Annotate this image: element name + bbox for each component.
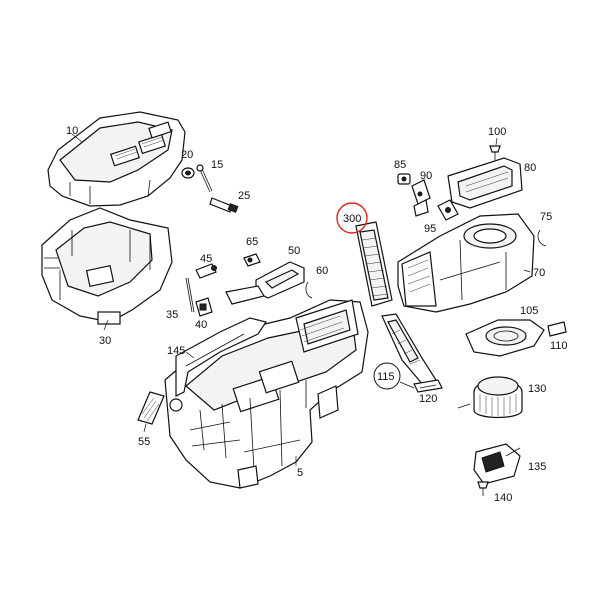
part-30-lower-frame[interactable] (41, 207, 173, 325)
callout-90: 90 (420, 170, 432, 182)
callout-85: 85 (394, 159, 406, 171)
part-140-screw[interactable] (477, 481, 489, 496)
callout-75: 75 (540, 211, 552, 223)
part-35-rod[interactable] (185, 277, 195, 313)
callout-105: 105 (520, 305, 538, 317)
part-95-clip[interactable] (437, 199, 459, 221)
part-135-regulator[interactable] (473, 443, 521, 485)
callout-45: 45 (200, 253, 212, 265)
part-300-cabin-filter[interactable] (355, 221, 393, 307)
part-55-small-filter[interactable] (137, 391, 165, 425)
part-80-panel[interactable] (447, 157, 523, 209)
part-115-callout-ring (373, 362, 401, 390)
callout-5: 5 (297, 467, 303, 479)
callout-25: 25 (238, 190, 250, 202)
part-65-clip[interactable] (243, 253, 261, 267)
part-20-grommet[interactable] (181, 167, 195, 179)
part-120-clip[interactable] (413, 379, 443, 393)
callout-300: 300 (343, 213, 361, 225)
part-70-blower-housing[interactable] (397, 213, 535, 313)
callout-95: 95 (424, 223, 436, 235)
part-50-duct[interactable] (225, 261, 305, 305)
callout-115: 115 (377, 371, 395, 383)
callout-15: 15 (211, 159, 223, 171)
callout-120: 120 (419, 393, 437, 405)
part-105-base-plate[interactable] (465, 319, 545, 357)
part-40-actuator[interactable] (195, 297, 213, 317)
callout-135: 135 (528, 461, 546, 473)
part-45-connector[interactable] (195, 263, 217, 279)
callout-50: 50 (288, 245, 300, 257)
part-85-sensor[interactable] (397, 173, 411, 185)
part-10-upper-housing[interactable] (47, 111, 186, 207)
callout-70: 70 (533, 267, 545, 279)
callout-55: 55 (138, 436, 150, 448)
callout-130: 130 (528, 383, 546, 395)
callout-140: 140 (494, 492, 512, 504)
part-15-rod[interactable] (196, 164, 213, 193)
callout-100: 100 (488, 126, 506, 138)
part-90-bracket[interactable] (411, 179, 431, 217)
part-145-side-duct[interactable] (175, 317, 267, 397)
callout-30: 30 (99, 335, 111, 347)
callout-110: 110 (550, 340, 568, 352)
part-25-sensor[interactable] (209, 197, 239, 213)
part-130-blower-motor[interactable] (457, 376, 523, 419)
callout-145: 145 (167, 345, 185, 357)
callout-80: 80 (524, 162, 536, 174)
part-300-highlight-ring (336, 202, 368, 234)
part-75-clip[interactable] (537, 229, 547, 247)
callout-35: 35 (166, 309, 178, 321)
callout-60: 60 (316, 265, 328, 277)
part-100-screw[interactable] (489, 145, 501, 160)
part-110-connector[interactable] (547, 321, 567, 337)
callout-65: 65 (246, 236, 258, 248)
callout-10: 10 (66, 125, 78, 137)
part-60-clip[interactable] (305, 281, 313, 299)
callout-40: 40 (195, 319, 207, 331)
callout-20: 20 (181, 149, 193, 161)
